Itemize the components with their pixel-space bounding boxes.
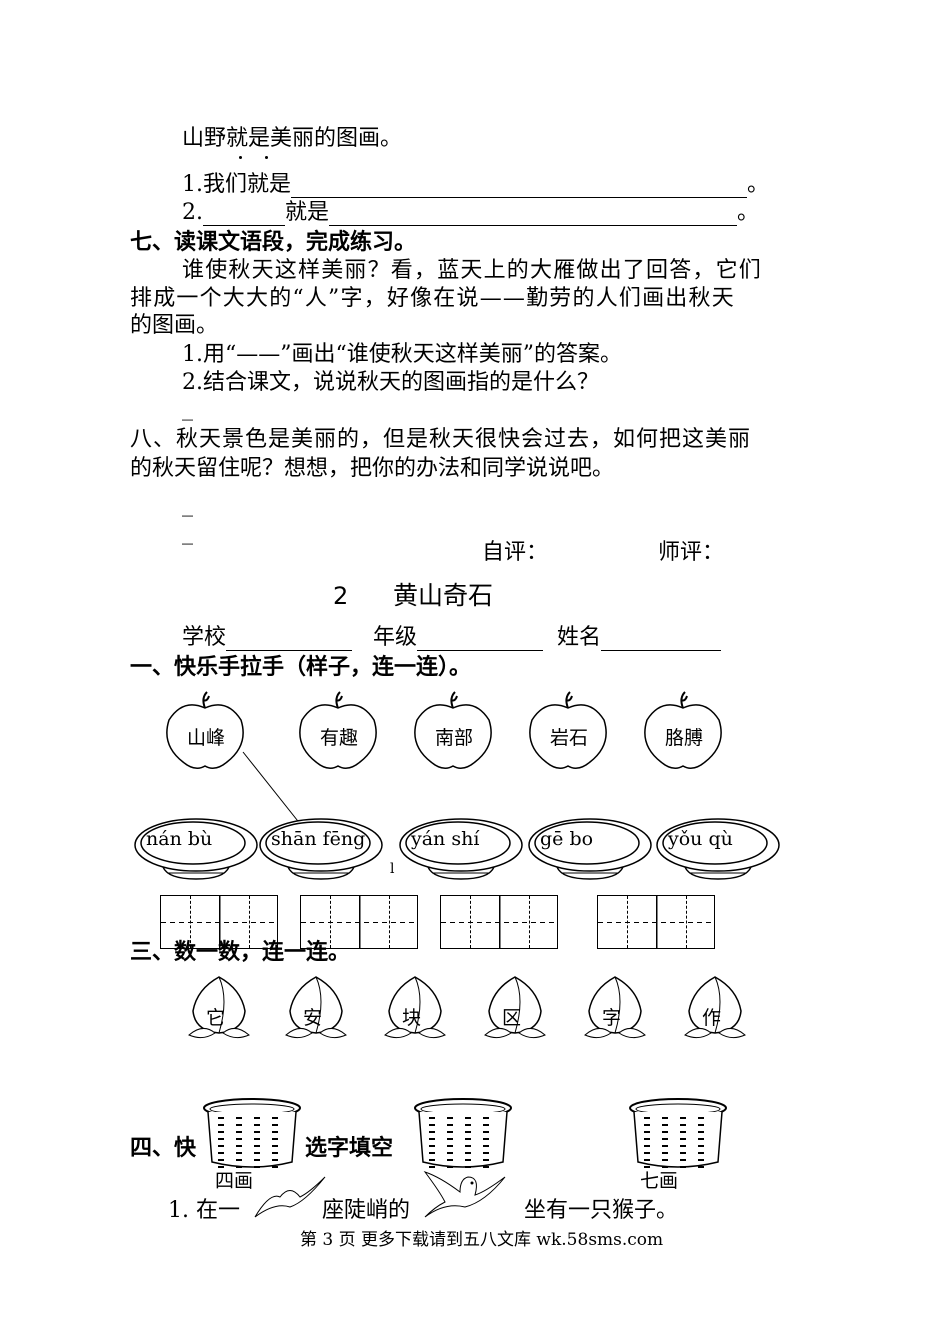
basket-label: 四画 xyxy=(215,1170,254,1192)
peach-icon xyxy=(384,976,446,1039)
apple-icon xyxy=(166,691,244,769)
apple-icon xyxy=(529,691,607,769)
name-label: 姓名 xyxy=(557,625,602,650)
label: 就是 xyxy=(285,200,330,225)
plate-icon xyxy=(528,818,652,880)
section-8-line: 八、秋天景色是美丽的，但是秋天很快会过去，如何把这美丽 xyxy=(130,427,752,452)
teacher-eval-label: 师评： xyxy=(658,540,725,565)
question-1: 1.用“——”画出“谁使秋天这样美丽”的答案。 xyxy=(182,342,622,367)
pinyin-label[interactable]: nán bù xyxy=(146,828,213,850)
page-footer: 第 3 页 更多下载请到五八文库 wk.58sms.com xyxy=(300,1230,664,1250)
grade-field[interactable] xyxy=(417,630,544,651)
peach-character[interactable]: 安 xyxy=(303,1007,323,1029)
section-3-title: 三、数一数，连一连。 xyxy=(130,940,351,965)
bird-icon xyxy=(254,1176,326,1218)
pinyin-label[interactable]: yán shí xyxy=(411,828,480,850)
pinyin-label[interactable]: gē bo xyxy=(540,828,594,850)
pinyin-label[interactable]: yǒu qù xyxy=(668,828,733,850)
peach-character[interactable]: 字 xyxy=(602,1007,622,1029)
self-eval-label: 自评： xyxy=(482,540,549,565)
apple-word[interactable]: 岩石 xyxy=(550,727,589,749)
bird-icon xyxy=(423,1171,506,1218)
label: 2. xyxy=(182,200,203,225)
apple-icon xyxy=(644,691,722,769)
pinyin-label[interactable]: shān fēng xyxy=(271,828,366,850)
school-label: 学校 xyxy=(182,625,227,650)
writing-grid[interactable] xyxy=(597,895,715,949)
plate-icon xyxy=(656,818,780,880)
apple-word[interactable]: 山峰 xyxy=(187,727,226,749)
peach-icon xyxy=(684,976,746,1039)
label: 。 xyxy=(747,172,770,197)
apple-icon xyxy=(414,691,492,769)
peach-icon xyxy=(584,976,646,1039)
lesson-title: 黄山奇石 xyxy=(393,581,494,610)
plate-icon xyxy=(134,818,258,880)
info-line: 学校 年级 姓名 xyxy=(182,625,722,651)
grade-label: 年级 xyxy=(373,625,418,650)
question-1: 1.我们就是 。 xyxy=(182,172,769,198)
school-field[interactable] xyxy=(226,630,353,651)
label: 。 xyxy=(737,200,760,225)
label: 1.我们就是 xyxy=(182,172,291,197)
apple-word[interactable]: 胳膊 xyxy=(665,727,704,749)
answer-blank[interactable] xyxy=(329,205,738,226)
text-line: 山野就是美丽的图画。 xyxy=(182,126,403,151)
plate-icon xyxy=(259,818,383,880)
fill-question-c: 坐有一只猴子。 xyxy=(524,1198,679,1223)
emphasis-dot xyxy=(239,156,242,159)
fill-question-b: 座陡峭的 xyxy=(322,1198,411,1223)
peach-icon xyxy=(188,976,250,1039)
peach-character[interactable]: 块 xyxy=(402,1007,422,1029)
plate-icon xyxy=(399,818,523,880)
basket-icon xyxy=(203,1098,301,1168)
section-7-title: 七、读课文语段，完成练习。 xyxy=(130,230,417,255)
peach-icon xyxy=(285,976,347,1039)
lesson-number: 2 xyxy=(333,582,349,610)
basket-icon xyxy=(629,1098,727,1168)
writing-grid[interactable] xyxy=(300,895,418,949)
writing-grid[interactable] xyxy=(440,895,558,949)
paragraph-line: 排成一个大大的“人”字，好像在说——勤劳的人们画出秋天 xyxy=(130,286,735,311)
paragraph-line: 谁使秋天这样美丽？看，蓝天上的大雁做出了回答，它们 xyxy=(182,258,763,283)
answer-blank[interactable]: _ xyxy=(182,492,193,517)
peach-icon xyxy=(484,976,546,1039)
apple-icon xyxy=(299,691,377,769)
answer-blank[interactable] xyxy=(291,177,747,198)
apple-word[interactable]: 南部 xyxy=(435,727,474,749)
section-8-line: 的秋天留住呢？想想，把你的办法和同学说说吧。 xyxy=(130,456,615,481)
writing-grid[interactable] xyxy=(160,895,278,949)
fill-question-a: 1. 在一 xyxy=(168,1198,240,1223)
question-2: 2.结合课文，说说秋天的图画指的是什么？ xyxy=(182,370,599,395)
apple-word[interactable]: 有趣 xyxy=(320,727,359,749)
stray-mark: l xyxy=(390,861,395,877)
answer-blank[interactable]: _ xyxy=(182,520,193,545)
section-4-title-b: 选字填空 xyxy=(305,1136,394,1161)
section-1-title: 一、快乐手拉手（样子，连一连）。 xyxy=(130,655,472,680)
peach-character[interactable]: 它 xyxy=(206,1007,226,1029)
peach-character[interactable]: 区 xyxy=(502,1007,522,1029)
name-field[interactable] xyxy=(601,630,722,651)
answer-blank[interactable] xyxy=(203,205,285,226)
peach-character[interactable]: 作 xyxy=(702,1007,722,1029)
emphasis-dot xyxy=(265,156,268,159)
paragraph-line: 的图画。 xyxy=(130,313,219,338)
basket-icon xyxy=(414,1098,512,1168)
question-2: 2. 就是 。 xyxy=(182,200,759,226)
section-4-title-a: 四、快 xyxy=(130,1136,197,1161)
answer-blank[interactable]: _ xyxy=(182,396,193,421)
basket-label: 七画 xyxy=(640,1170,679,1192)
